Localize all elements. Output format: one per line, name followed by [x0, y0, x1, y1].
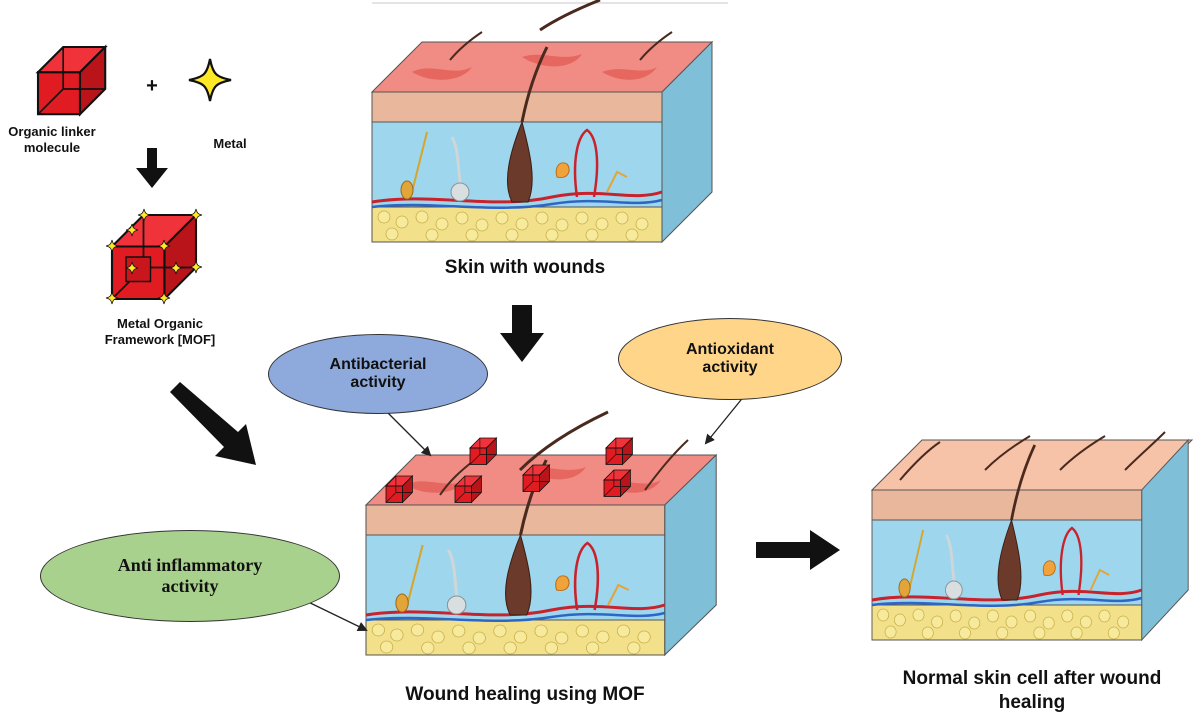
wound-to-treatment-arrow [500, 305, 544, 362]
antioxidant-activity-bubble: Antioxidant activity [618, 318, 842, 400]
wound-healing-label: Wound healing using MOF [405, 684, 645, 705]
antioxidant-activity-text: Antioxidant activity [686, 341, 774, 376]
metal-label: Metal [213, 136, 247, 151]
organic-linker-label: Organic linker molecule [8, 124, 96, 156]
mof-label: Metal Organic Framework [MOF] [104, 316, 216, 348]
antibacterial-pointer-arrow [382, 407, 432, 457]
metal-star-icon [187, 57, 233, 103]
antibacterial-activity-bubble: Antibacterial activity [268, 334, 488, 414]
anti-inflammatory-activity-bubble: Anti inflammatory activity [40, 530, 340, 622]
organic-linker-cube-icon [36, 45, 107, 116]
mof-to-wound-arrow [170, 382, 256, 465]
wounded-skin-illustration [370, 0, 714, 244]
synthesis-down-arrow [136, 148, 168, 188]
plus-sign: + [146, 75, 158, 97]
healed-skin-illustration [870, 431, 1194, 642]
antibacterial-activity-text: Antibacterial activity [329, 356, 427, 391]
anti-inflammatory-pointer-arrow [299, 597, 368, 632]
antioxidant-pointer-arrow [704, 394, 746, 445]
mof-treated-skin-illustration [364, 410, 718, 657]
skin-with-wounds-label: Skin with wounds [444, 257, 606, 278]
anti-inflammatory-activity-text: Anti inflammatory activity [117, 555, 263, 596]
treatment-to-healed-arrow [756, 530, 840, 570]
normal-skin-label: Normal skin cell after wound healing [902, 668, 1162, 713]
mof-cube-icon [105, 208, 203, 305]
